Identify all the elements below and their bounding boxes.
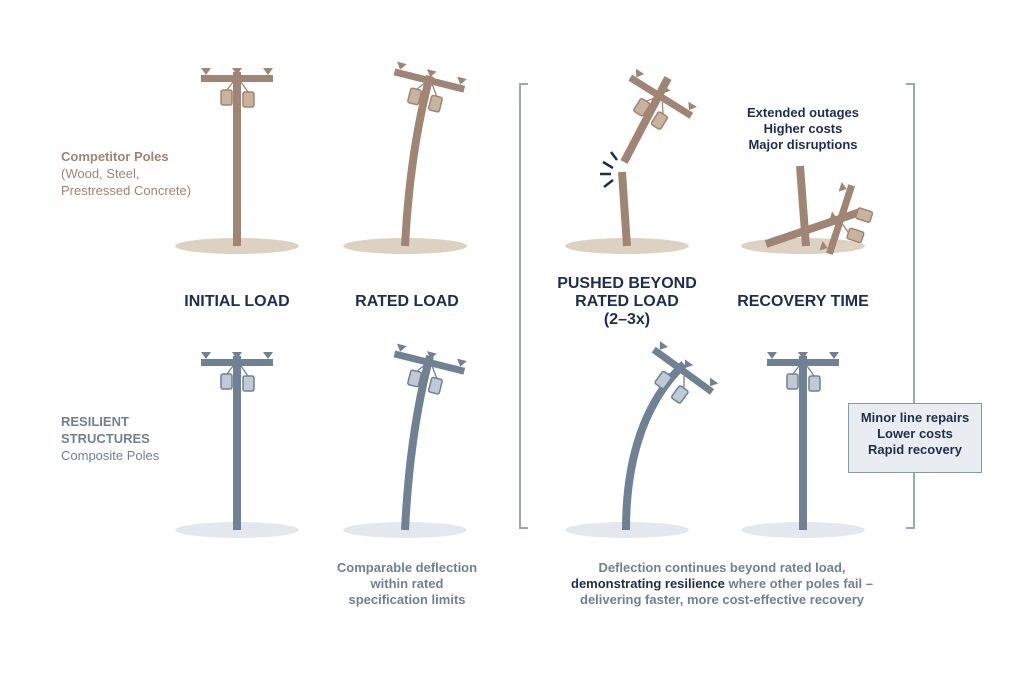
competitor-outcome-1: Extended outages bbox=[747, 105, 859, 120]
resilient-subtitle: Composite Poles bbox=[61, 448, 160, 463]
break-burst-icon bbox=[600, 151, 618, 188]
competitor-pole-fallen bbox=[764, 165, 880, 264]
competitor-title: Competitor Poles bbox=[61, 149, 169, 164]
competitor-outcome: Extended outages Higher costs Major disr… bbox=[728, 105, 878, 153]
column-beyond-line-1: PUSHED BEYOND bbox=[557, 275, 697, 292]
resilient-title-2: STRUCTURES bbox=[61, 431, 150, 446]
caption-comparable-3: specification limits bbox=[348, 592, 466, 607]
competitor-label: Competitor Poles (Wood, Steel, Prestress… bbox=[61, 148, 191, 199]
resilient-outcome-3: Rapid recovery bbox=[868, 442, 962, 457]
resilient-pole-beyond bbox=[622, 340, 719, 531]
caption-beyond-3: delivering faster, more cost-effective r… bbox=[580, 592, 864, 607]
column-beyond-line-2: RATED LOAD bbox=[575, 293, 679, 310]
column-recovery-time: RECOVERY TIME bbox=[737, 293, 869, 310]
caption-beyond-emphasis: demonstrating resilience bbox=[571, 576, 725, 591]
resilient-label: RESILIENT STRUCTURES Composite Poles bbox=[61, 413, 159, 464]
competitor-outcome-3: Major disruptions bbox=[748, 137, 858, 152]
competitor-subtitle-1: (Wood, Steel, bbox=[61, 166, 140, 181]
column-beyond-rated-load: PUSHED BEYOND RATED LOAD (2–3x) bbox=[537, 275, 717, 329]
caption-beyond-rest: where other poles fail – bbox=[724, 576, 874, 591]
competitor-pole-initial bbox=[200, 67, 274, 246]
resilient-outcome-1: Minor line repairs bbox=[860, 410, 970, 425]
caption-beyond-2: demonstrating resilience where other pol… bbox=[537, 576, 907, 592]
resilient-outcome-2: Lower costs bbox=[877, 426, 953, 441]
caption-comparable-deflection: Comparable deflection within rated speci… bbox=[307, 560, 507, 608]
column-beyond-line-3: (2–3x) bbox=[603, 311, 651, 328]
competitor-outcome-2: Higher costs bbox=[763, 121, 843, 136]
caption-beyond-1: Deflection continues beyond rated load, bbox=[598, 560, 846, 575]
resilient-title-1: RESILIENT bbox=[61, 414, 129, 429]
resilient-pole-rated bbox=[386, 342, 468, 531]
bracket-frame bbox=[519, 83, 915, 529]
caption-comparable-1: Comparable deflection bbox=[336, 560, 478, 575]
resilient-outcome-box: Minor line repairs Lower costs Rapid rec… bbox=[848, 403, 982, 473]
resilient-pole-initial bbox=[200, 351, 274, 530]
caption-comparable-2: within rated bbox=[370, 576, 444, 591]
competitor-pole-rated bbox=[386, 60, 468, 247]
resilient-pole-recovered bbox=[766, 351, 840, 530]
competitor-subtitle-2: Prestressed Concrete) bbox=[61, 183, 192, 198]
competitor-pole-broken bbox=[600, 67, 698, 247]
caption-beyond-rated: Deflection continues beyond rated load, … bbox=[537, 560, 907, 608]
column-initial-load: INITIAL LOAD bbox=[184, 293, 290, 310]
column-rated-load: RATED LOAD bbox=[355, 293, 459, 310]
